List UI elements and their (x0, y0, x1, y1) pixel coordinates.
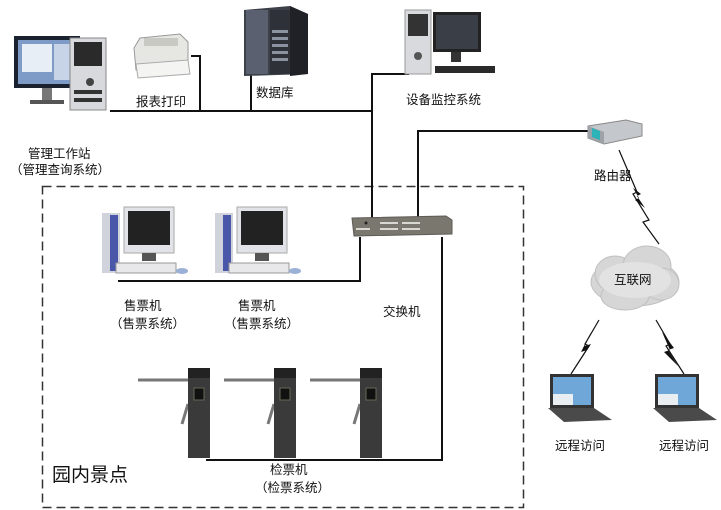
ticket-seller-2-label: 售票机 (238, 298, 276, 313)
switch-label: 交换机 (383, 304, 421, 319)
ticket-seller-2-sublabel: （售票系统） (224, 316, 300, 331)
internet-label: 互联网 (614, 272, 652, 287)
wire-printer-drop (199, 55, 201, 111)
router-icon (587, 119, 643, 145)
ticket-seller-2-icon (215, 206, 301, 274)
database-server-icon (244, 6, 308, 76)
wireless-link-internet-remote2 (655, 319, 685, 375)
wire-sellers-bus (118, 280, 360, 282)
remote-laptop-2-icon (653, 374, 717, 422)
wireless-link-router-internet (618, 149, 660, 245)
turnstile-2-icon (224, 368, 296, 458)
park-zone-label: 园内景点 (52, 464, 129, 486)
ticket-seller-1-label: 售票机 (124, 298, 162, 313)
wire-switch-monitor (371, 73, 373, 225)
remote-access-1-label: 远程访问 (555, 438, 606, 453)
internet-cloud-icon (590, 245, 680, 311)
monitoring-system-label: 设备监控系统 (406, 92, 482, 107)
wire-monitor-stub (371, 73, 409, 75)
ticket-checker-sublabel: （检票系统） (255, 480, 331, 495)
wire-database-drop (250, 75, 252, 111)
wire-printer-stub (191, 55, 201, 57)
workstation-icon (14, 36, 107, 111)
monitoring-pc-icon (404, 9, 495, 75)
remote-access-2-label: 远程访问 (659, 438, 710, 453)
turnstile-3-icon (310, 368, 382, 458)
ticket-seller-1-icon (102, 206, 188, 274)
workstation-label: 管理工作站 (28, 146, 91, 161)
wire-router-stub (417, 130, 589, 132)
database-label: 数据库 (256, 85, 294, 100)
remote-laptop-1-icon (548, 374, 612, 422)
printer-label: 报表打印 (136, 94, 187, 109)
wire-switch-router (417, 130, 419, 225)
wire-switch-checkers (441, 237, 443, 460)
wire-checkers-bus (206, 459, 443, 461)
wire-main-bus (110, 110, 373, 112)
wireless-link-internet-remote1 (570, 319, 600, 375)
router-label: 路由器 (594, 168, 632, 183)
printer-icon (133, 33, 191, 79)
wire-sellers-switch (359, 237, 361, 282)
workstation-sublabel: （管理查询系统） (10, 162, 111, 177)
network-switch-icon (351, 215, 453, 237)
ticket-checker-label: 检票机 (270, 462, 308, 477)
turnstile-1-icon (138, 368, 210, 458)
ticket-seller-1-sublabel: （售票系统） (110, 316, 186, 331)
